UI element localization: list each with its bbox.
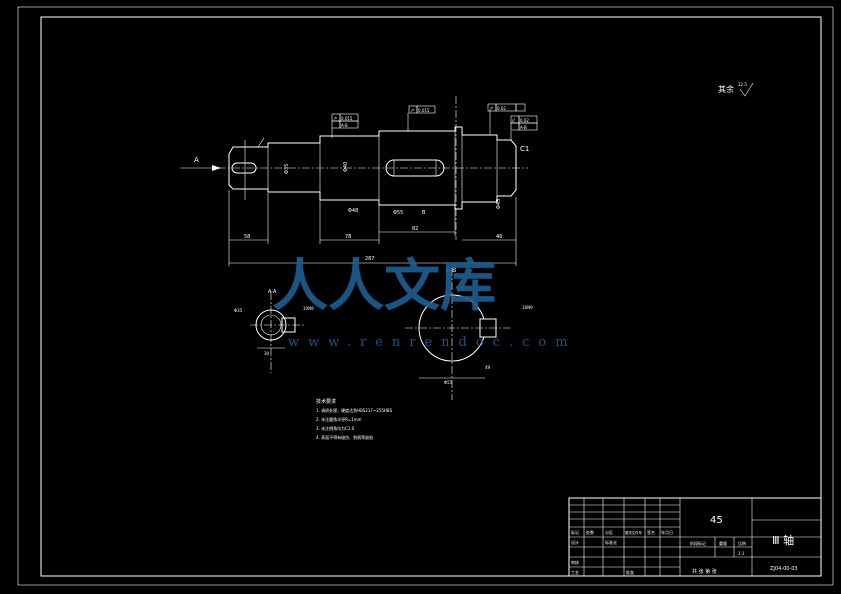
large-section-dia: Φ55 (444, 380, 453, 385)
svg-text:↗: ↗ (410, 108, 414, 114)
tb-scale: 1:1 (738, 551, 745, 556)
svg-text:A-B: A-B (520, 125, 527, 130)
dim-d2: Φ40 (343, 162, 349, 172)
keyway-slot-small (231, 162, 257, 174)
sheet-outer-border (17, 6, 834, 586)
shaft-main-view: A 287 58 78 82 46 Φ35 Φ40 (180, 96, 529, 266)
tb-part-name: Ⅲ 轴 (772, 533, 794, 547)
large-section-key: 16N9 (522, 305, 533, 310)
tb-role-2: 审核 (571, 559, 579, 565)
svg-text:A-B: A-B (341, 123, 348, 128)
tb-weight: 重量 (719, 540, 727, 546)
tech-req-item-1: 1. 调质处理，硬度达到HBS217~255HBS (316, 407, 393, 413)
roughness-note-text: 其余 (718, 84, 734, 94)
tolerance-frame-1: ↗ 0.015 A-B (331, 113, 359, 129)
dim-d3: Φ48 (348, 208, 358, 214)
sheet-inner-border (40, 16, 822, 577)
svg-text:0.02: 0.02 (497, 106, 506, 111)
dim-chamfer: C1 (520, 145, 529, 153)
watermark-text: 人人文库 (272, 253, 496, 319)
section-view-large: B-B 16N9 Φ55 49 (405, 267, 533, 400)
tech-req-item-2: 2. 未注圆角半径R=1mm (316, 416, 362, 422)
watermark-url: www.renrendoc.com (288, 335, 577, 350)
svg-text:0.015: 0.015 (418, 108, 430, 113)
svg-text://: // (512, 118, 515, 123)
tb-header-3: 更改文件号 (625, 530, 643, 535)
tb-role-0: 设计 (571, 539, 579, 545)
tech-req-item-4: 4. 表面不得有碰伤、划痕等缺陷 (316, 434, 373, 440)
section-label-aa: A-A (268, 289, 277, 295)
tb-header-0: 标记 (571, 529, 579, 535)
tb-drawing-no: ZJ04-00-03 (770, 566, 798, 572)
tolerance-frame-4: // 0.02 A-B (510, 115, 538, 131)
tech-req-item-3: 3. 未注倒角均为C1.0 (316, 425, 355, 431)
tolerance-frame-2: ↗ 0.015 (408, 105, 436, 114)
svg-text:↗: ↗ (489, 106, 493, 112)
svg-text:↗: ↗ (333, 116, 337, 122)
dim-overall-length: 287 (365, 256, 375, 262)
dim-len-b: 78 (345, 234, 351, 240)
tolerance-frame-3: ↗ 0.02 (487, 103, 526, 112)
large-section-depth: 49 (485, 365, 491, 370)
section-label-bb: B-B (446, 267, 456, 274)
svg-text:0.015: 0.015 (341, 116, 353, 121)
roughness-symbol-icon (739, 82, 754, 97)
dim-d5: Φ45 (496, 199, 502, 209)
dim-d4: Φ55 (393, 210, 403, 216)
small-section-depth: 30 (264, 351, 270, 356)
tb-stage-mark: 阶段标记 (690, 540, 706, 546)
small-section-key: 10N9 (303, 306, 314, 311)
technical-requirements: 技术要求 1. 调质处理，硬度达到HBS217~255HBS 2. 未注圆角半径… (316, 398, 393, 440)
tb-header-4: 签名 (647, 529, 655, 535)
tb-header-2: 分区 (605, 529, 613, 535)
tech-req-heading: 技术要求 (316, 398, 336, 405)
section-view-small: A-A Φ35 10N9 30 (234, 289, 314, 373)
title-block: 标记 处数 分区 更改文件号 签名 年月日 设计 标准化 审核 工艺 批准 45… (568, 497, 822, 577)
tb-material: 45 (710, 515, 723, 526)
keyway-slot-large (385, 159, 445, 177)
small-section-dia: Φ35 (234, 308, 243, 313)
tb-role-3: 工艺 (571, 570, 579, 575)
roughness-note-value: 12.5 (738, 82, 747, 87)
tb-scale-label: 比例 (738, 540, 746, 546)
tb-role-4: 批准 (626, 569, 634, 575)
tb-role-1: 标准化 (605, 539, 617, 545)
tb-header-5: 年月日 (661, 529, 673, 535)
view-label-a: A (194, 156, 199, 164)
svg-text:0.02: 0.02 (520, 118, 529, 123)
roughness-note: 其余 12.5 (718, 82, 754, 97)
view-direction-arrow-icon (212, 165, 221, 171)
dim-len-c: 82 (412, 226, 418, 232)
tb-header-1: 处数 (586, 529, 594, 535)
dim-d1: Φ35 (284, 164, 290, 174)
dim-len-d: 46 (496, 234, 502, 240)
watermark: 人人文库 www.renrendoc.com (272, 253, 577, 350)
tb-sheet-info: 共 张 第 张 (692, 568, 717, 575)
dim-len-a: 58 (244, 234, 250, 240)
view-label-b: B (422, 210, 426, 216)
